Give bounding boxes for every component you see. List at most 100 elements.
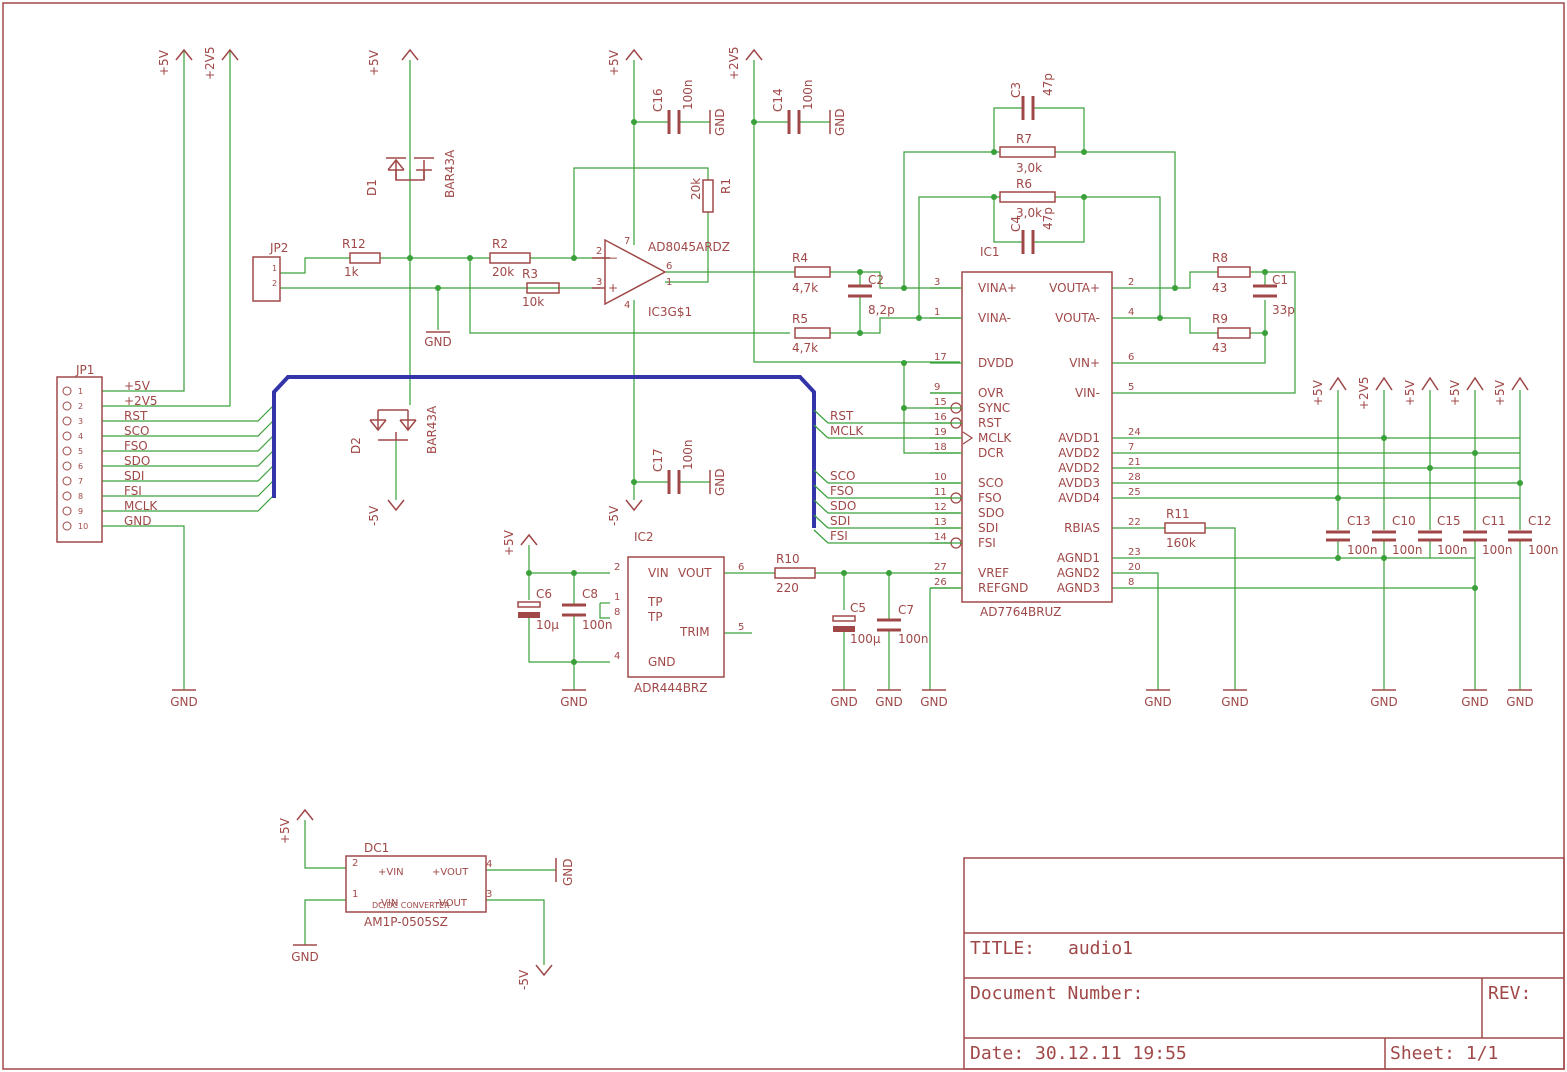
c11-ref: C11 xyxy=(1482,514,1506,528)
ic1-pin-number: 20 xyxy=(1128,562,1141,573)
label-p5v-c13: +5V xyxy=(1311,379,1325,406)
label-gnd-c14: GND xyxy=(833,108,847,136)
label-gnd-dc1-out: GND xyxy=(561,858,575,886)
jp1-pin-number: 7 xyxy=(78,477,83,486)
title-value: audio1 xyxy=(1068,938,1133,959)
jp1-pin-number: 5 xyxy=(78,447,83,456)
ic1-pin-number: 1 xyxy=(934,307,940,318)
dc1-part: AM1P-0505SZ xyxy=(364,915,448,929)
ic1-pin-name: FSO xyxy=(978,491,1002,505)
ic1-pin-number: 18 xyxy=(934,442,947,453)
bus-label-fso: FSO xyxy=(830,484,854,498)
c3-ref: C3 xyxy=(1009,82,1023,98)
label-gnd-c11: GND xyxy=(1461,695,1489,709)
c12-ref: C12 xyxy=(1528,514,1552,528)
date-label: Date: 30.12.11 19:55 xyxy=(970,1043,1187,1064)
ic1-pin-name: MCLK xyxy=(978,431,1012,445)
jp1-pin-number: 1 xyxy=(78,387,83,396)
ic1-pin-name: VREF xyxy=(978,566,1009,580)
bus-label-mclk: MCLK xyxy=(830,424,864,438)
jp1-pin-number: 8 xyxy=(78,492,83,501)
ic1-pin-number: 24 xyxy=(1128,427,1141,438)
ic2-pin-gnd: GND xyxy=(648,655,676,669)
label-p5v-ic2: +5V xyxy=(502,529,516,556)
ic1-pin-name: AGND3 xyxy=(1057,581,1100,595)
ic1-right-pins: 2VOUTA+4VOUTA-6VIN+5VIN-24AVDD17AVDD221A… xyxy=(1049,277,1141,595)
r8-ref: R8 xyxy=(1212,251,1228,265)
ic1-pin-number: 21 xyxy=(1128,457,1141,468)
ic1-pin-name: AGND1 xyxy=(1057,551,1100,565)
ic1-pin-name: RBIAS xyxy=(1064,521,1100,535)
c4-val: 47p xyxy=(1041,207,1055,230)
label-gnd-c17: GND xyxy=(713,468,727,496)
c17-ref: C17 xyxy=(651,448,665,472)
ic1-pin-number: 12 xyxy=(934,502,947,513)
label-gnd-agnd2: GND xyxy=(1144,695,1172,709)
label-gnd-r11: GND xyxy=(1221,695,1249,709)
c14-ref: C14 xyxy=(771,88,785,112)
jp1-signal-label: RST xyxy=(124,409,148,423)
label-gnd-c5: GND xyxy=(830,695,858,709)
opamp-pin-2: 2 xyxy=(596,246,602,257)
r1-ref: R1 xyxy=(719,178,733,194)
ic1-pin-number: 22 xyxy=(1128,517,1141,528)
label-p2v5-c10: +2V5 xyxy=(1357,376,1371,410)
title-label: TITLE: xyxy=(970,938,1035,959)
parts xyxy=(56,146,1565,1070)
r4-ref: R4 xyxy=(792,251,808,265)
ic1-pin-name: VIN- xyxy=(1075,386,1100,400)
c5-val: 100µ xyxy=(850,632,881,646)
jp1-signal-label: FSI xyxy=(124,484,142,498)
label-p5v-c15: +5V xyxy=(1403,379,1417,406)
c14-val: 100n xyxy=(801,79,815,110)
c3-val: 47p xyxy=(1041,73,1055,96)
ic1-pin-name: FSI xyxy=(978,536,996,550)
ic1-pin-number: 15 xyxy=(934,397,947,408)
title-block: TITLE: audio1 Document Number: REV: Date… xyxy=(970,938,1531,1064)
r10-ref: R10 xyxy=(776,552,800,566)
jp1-pin-number: 4 xyxy=(78,432,83,441)
ic1-pin-name: AVDD2 xyxy=(1058,461,1100,475)
ic1-pin-name: SYNC xyxy=(978,401,1010,415)
jp1-pin-number: 9 xyxy=(78,507,83,516)
dc1-pin-3: 3 xyxy=(486,889,492,900)
dc1-pin-vout-p: +VOUT xyxy=(432,867,469,878)
label-p5v-dc1: +5V xyxy=(278,817,292,844)
opamp-part: AD8045ARDZ xyxy=(648,240,730,254)
d1-ref: D1 xyxy=(365,179,379,196)
supply-labels: +5V +2V5 +5V +5V +2V5 -5V -5V +5V +5V +2… xyxy=(157,46,1507,990)
jp1-pin-number: 3 xyxy=(78,417,83,426)
c7-val: 100n xyxy=(898,632,929,646)
jp1-signal-label: GND xyxy=(124,514,152,528)
ic1-pin-number: 23 xyxy=(1128,547,1141,558)
opamp-pin-4: 4 xyxy=(624,300,630,311)
bus-label-sdo: SDO xyxy=(830,499,856,513)
opamp-pin-6: 6 xyxy=(666,261,672,272)
ic1-pin-name: DVDD xyxy=(978,356,1014,370)
ic1-pin-number: 5 xyxy=(1128,382,1134,393)
label-gnd-dc1-in: GND xyxy=(291,950,319,964)
c12-val: 100n xyxy=(1528,543,1559,557)
ic1-pin-number: 14 xyxy=(934,532,947,543)
jp1-signal-label: MCLK xyxy=(124,499,158,513)
ic1-pin-number: 3 xyxy=(934,277,940,288)
r9-ref: R9 xyxy=(1212,312,1228,326)
ic1-pin-name: RST xyxy=(978,416,1002,430)
jp1-ref: JP1 xyxy=(75,363,94,377)
c6-ref: C6 xyxy=(536,587,552,601)
ic2-pin-6: 6 xyxy=(738,562,744,573)
jp2-pin-1: 1 xyxy=(272,264,277,273)
r5-ref: R5 xyxy=(792,312,808,326)
ic2-pin-vout: VOUT xyxy=(678,566,712,580)
label-p5v-c11: +5V xyxy=(1448,379,1462,406)
r11-ref: R11 xyxy=(1166,507,1190,521)
ic2-pin-trim: TRIM xyxy=(679,625,710,639)
label-p2v5-ic1: +2V5 xyxy=(727,46,741,80)
c1-val: 33p xyxy=(1272,303,1295,317)
revision-label: REV: xyxy=(1488,983,1531,1004)
capacitor-labels: C16 100n C14 100n C17 100n C3 47p C4 47p… xyxy=(536,73,1559,646)
r3-val: 10k xyxy=(522,295,544,309)
d2-ref: D2 xyxy=(349,437,363,454)
r4-val: 4,7k xyxy=(792,281,818,295)
